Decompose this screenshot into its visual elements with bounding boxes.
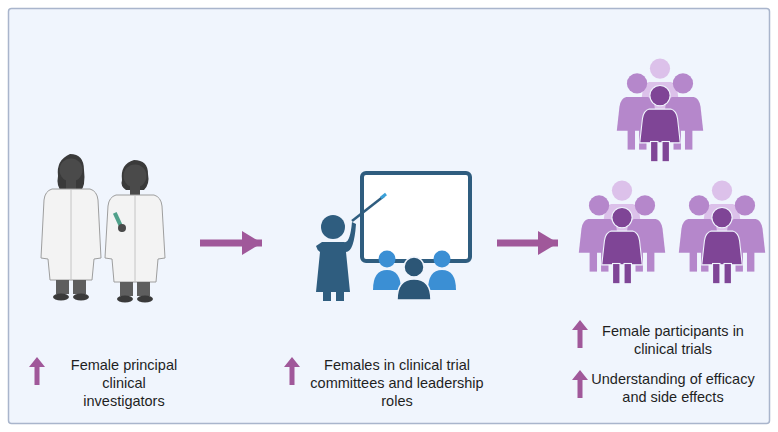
head (124, 165, 147, 188)
hair (58, 154, 85, 192)
frame (9, 9, 770, 424)
leg (56, 280, 69, 294)
pipette (113, 212, 125, 232)
audience-body (397, 279, 431, 300)
lab-coat (41, 189, 101, 280)
increase-arrow (572, 320, 588, 348)
shoe (117, 296, 133, 303)
audience-head (434, 251, 451, 268)
diagram-panel: Females in clinical trial committees and… (262, 130, 497, 400)
presenter-body (316, 222, 356, 292)
coat-seam (135, 195, 136, 282)
panel-caption: Female participants in clinical trials (590, 322, 756, 358)
shoe (53, 294, 69, 301)
neck (130, 186, 140, 195)
whiteboard (362, 173, 470, 261)
audience-head (404, 257, 424, 277)
leg (120, 282, 133, 296)
neck (66, 180, 76, 189)
participant-cluster (579, 180, 665, 283)
panel-caption: Female principal clinical investigators (60, 356, 188, 410)
increase-arrow (572, 370, 588, 398)
audience-body (428, 270, 456, 290)
pointer-tip (381, 194, 386, 198)
flow-arrow (200, 240, 262, 247)
increase-arrow (284, 357, 300, 385)
presenter-scene (316, 173, 470, 301)
person (702, 207, 743, 283)
coat-seam (71, 189, 72, 280)
shoe (73, 294, 89, 301)
flow-arrow (497, 240, 558, 247)
leg (73, 280, 86, 294)
audience (373, 251, 456, 301)
presenter-head (321, 215, 345, 239)
increase-arrow (29, 357, 45, 385)
leg (137, 282, 150, 296)
person (602, 207, 643, 283)
scientist-left (41, 154, 101, 301)
audience-head (379, 251, 396, 268)
panel-caption: Females in clinical trial committees and… (306, 356, 488, 410)
participant-cluster (617, 58, 703, 161)
audience-body (373, 270, 401, 290)
shoe (137, 296, 153, 303)
diagram-panel: Female participants in clinical trialsUn… (558, 40, 765, 415)
panel-caption: Understanding of efficacy and side effec… (590, 370, 756, 406)
participant-groups (579, 58, 765, 283)
hair (122, 160, 149, 190)
presenter-leg (336, 291, 344, 301)
person (640, 85, 681, 161)
hand (118, 224, 126, 232)
presenter-leg (323, 291, 331, 301)
participant-cluster (679, 180, 765, 283)
scientist-figures (41, 154, 165, 303)
pointer (352, 196, 384, 221)
head (60, 159, 83, 182)
scientist-right (105, 160, 165, 303)
diagram-panel: Female principal clinical investigators (20, 130, 200, 400)
lab-coat (105, 195, 165, 282)
